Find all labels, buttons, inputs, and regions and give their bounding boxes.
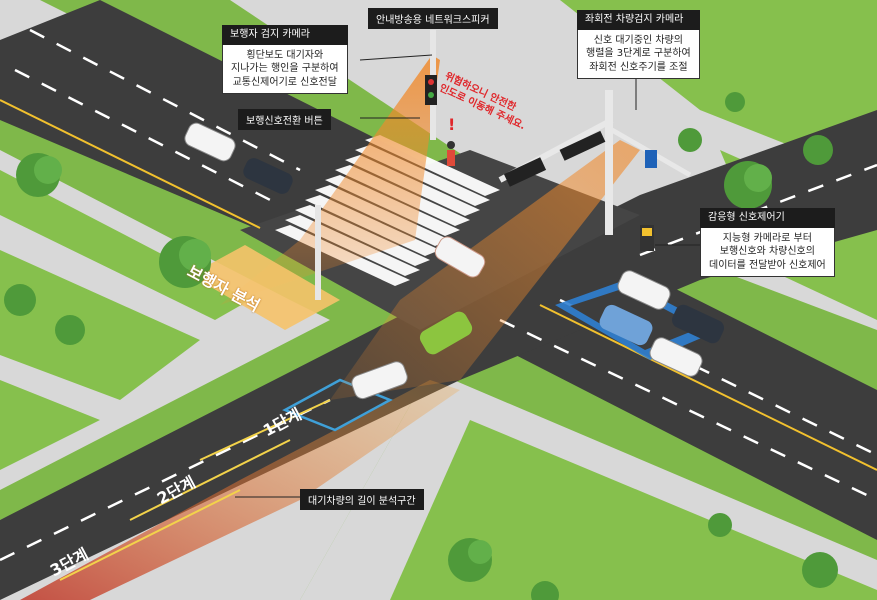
traffic-poles [315, 30, 692, 300]
ped-camera-line-1: 횡단보도 대기자와 [246, 49, 324, 61]
vehicle-camera-beam [330, 140, 640, 400]
stage-lines [59, 399, 331, 581]
ped-camera-callout: 보행자 검지 카메라 횡단보도 대기자와 지나가는 행인을 구분하여 교통신제어… [222, 25, 348, 94]
left-turn-camera-callout: 좌회전 차량검지 카메라 신호 대기중인 차량의 행렬을 3단계로 구분하여 좌… [577, 10, 700, 79]
pedestrian-analysis-zone [190, 245, 340, 330]
left-turn-camera-line-2: 행렬을 3단계로 구분하여 [586, 48, 691, 59]
stop-box [282, 378, 393, 432]
pedestrian-figure [447, 141, 455, 166]
controller-line-1: 지능형 카메라로 부터 [722, 232, 812, 244]
ped-camera-beam [220, 55, 440, 305]
ped-camera-line-2: 지나가는 행인을 구분하여 [231, 63, 339, 74]
controller-line-3: 데이터를 전달받아 신호제어 [709, 259, 826, 271]
center-lines [0, 99, 877, 471]
controller-callout: 감응형 신호제어기 지능형 카메라로 부터 보행신호와 차량신호의 데이터를 전… [700, 208, 835, 277]
ped-camera-title: 보행자 검지 카메라 [222, 25, 348, 45]
controller-line-2: 보행신호와 차량신호의 [719, 246, 815, 257]
left-turn-camera-line-3: 좌회전 신호주기를 조절 [589, 61, 688, 73]
controller-description: 지능형 카메라로 부터 보행신호와 차량신호의 데이터를 전달받아 신호제어 [700, 227, 835, 277]
queue-analysis-callout: 대기차량의 길이 분석구간 [300, 489, 424, 510]
speaker-callout: 안내방송용 네트워크스피커 [368, 8, 498, 29]
ped-camera-description: 횡단보도 대기자와 지나가는 행인을 구분하여 교통신제어기로 신호전달 [222, 44, 348, 94]
cars [184, 122, 725, 400]
ped-camera-line-3: 교통신제어기로 신호전달 [232, 76, 337, 88]
left-turn-camera-title: 좌회전 차량검지 카메라 [577, 10, 700, 30]
ped-button-callout: 보행신호전환 버튼 [238, 109, 331, 130]
controller-title: 감응형 신호제어기 [700, 208, 835, 228]
alert-icon: ! [448, 115, 455, 134]
left-turn-camera-line-1: 신호 대기중인 차량의 [593, 34, 683, 46]
trees [4, 92, 838, 600]
left-turn-camera-description: 신호 대기중인 차량의 행렬을 3단계로 구분하여 좌회전 신호주기를 조절 [577, 29, 700, 79]
